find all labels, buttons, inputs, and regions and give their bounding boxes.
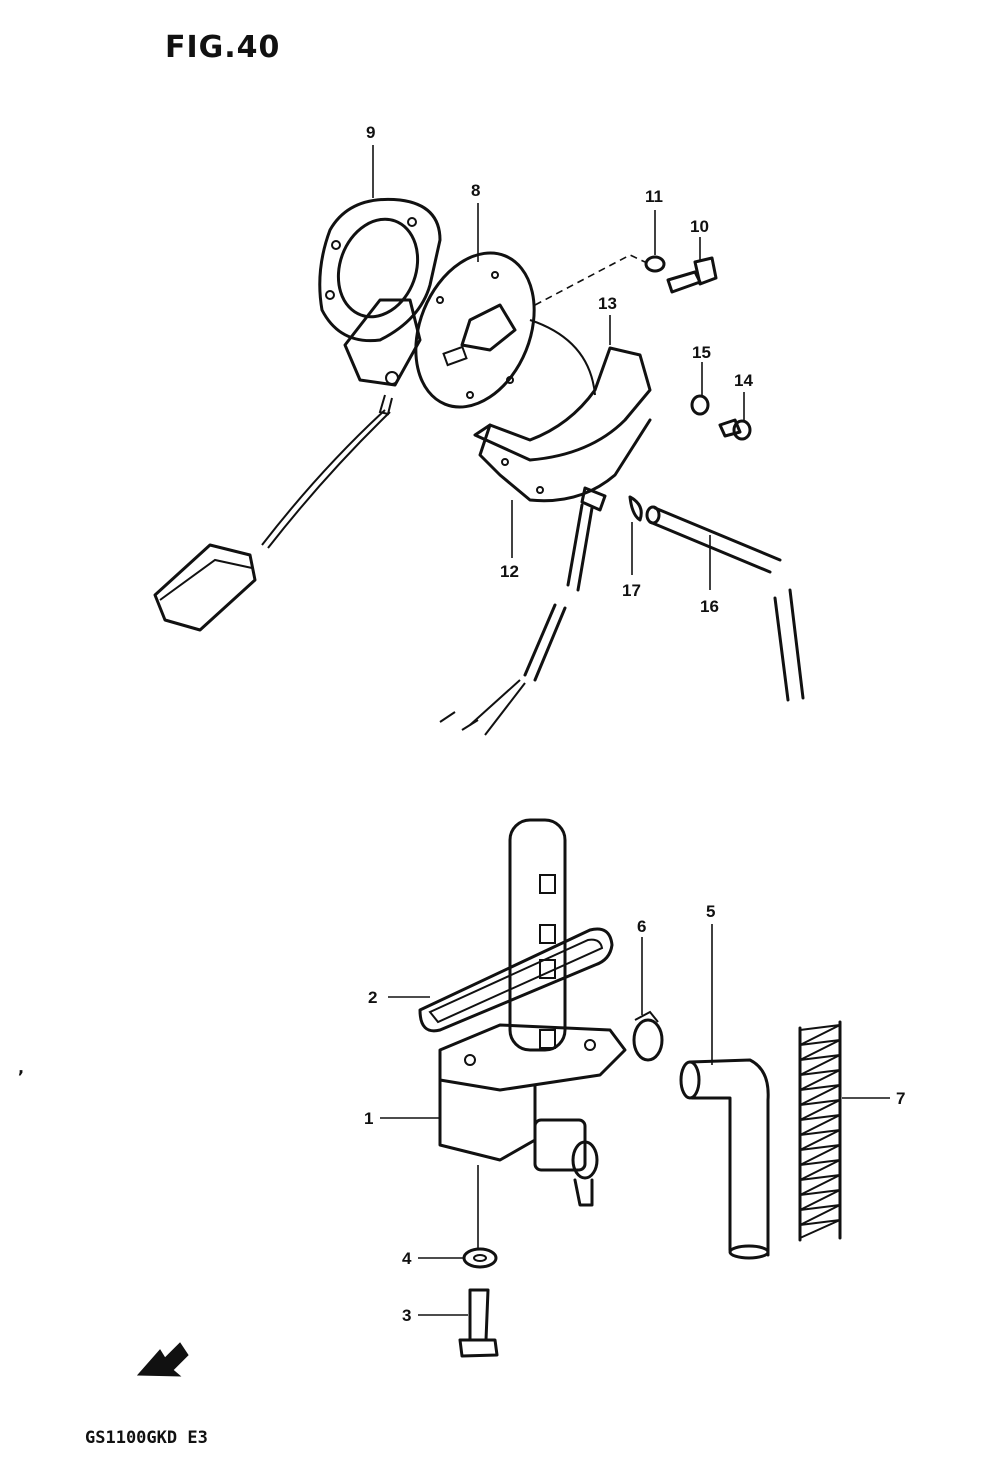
part-10-bolt (666, 256, 718, 294)
leader-lines (372, 145, 890, 1316)
callout-17: 17 (622, 581, 641, 600)
callout-16: 16 (700, 597, 719, 616)
model-code: GS1100GKD E3 (85, 1428, 208, 1448)
callout-11: 11 (645, 187, 663, 206)
callout-6: 6 (637, 917, 646, 936)
part-2-o-ring (418, 927, 614, 1033)
part-5-hose (679, 1058, 770, 1260)
callout-13: 13 (598, 294, 617, 313)
part-13-cover (473, 319, 652, 512)
callout-7: 7 (896, 1089, 905, 1108)
callout-15: 15 (692, 343, 711, 362)
part-9-gasket (318, 197, 442, 343)
callout-labels: 9 8 11 10 13 15 14 12 17 16 5 6 2 1 7 4 … (364, 123, 905, 1325)
callout-10: 10 (690, 217, 709, 236)
front-arrow-icon (136, 1342, 189, 1377)
part-7-spring (798, 1020, 842, 1242)
callout-14: 14 (734, 371, 753, 390)
part-6-clip (632, 1010, 664, 1062)
callout-3: 3 (402, 1306, 411, 1325)
callout-2: 2 (368, 988, 377, 1007)
part-1-fuel-cock (438, 818, 627, 1207)
part-17-clip (628, 495, 643, 522)
part-11-washer (644, 255, 666, 273)
callout-1: 1 (364, 1109, 373, 1128)
stray-mark: , (18, 1058, 25, 1077)
callout-8: 8 (471, 181, 480, 200)
part-16-hose (645, 505, 805, 702)
callout-5: 5 (706, 902, 715, 921)
figure-title: FIG.40 (165, 30, 281, 65)
part-8-sender-plate (414, 251, 646, 409)
callout-12: 12 (500, 562, 519, 581)
part-3-bolt (458, 1288, 499, 1358)
part-4-washer (462, 1247, 498, 1269)
sender-wire-leads (439, 503, 594, 736)
callout-4: 4 (402, 1249, 412, 1268)
sender-arm-and-float (153, 298, 422, 632)
callout-9: 9 (366, 123, 375, 142)
part-15-nut (690, 394, 710, 416)
part-14-screw (718, 418, 752, 441)
